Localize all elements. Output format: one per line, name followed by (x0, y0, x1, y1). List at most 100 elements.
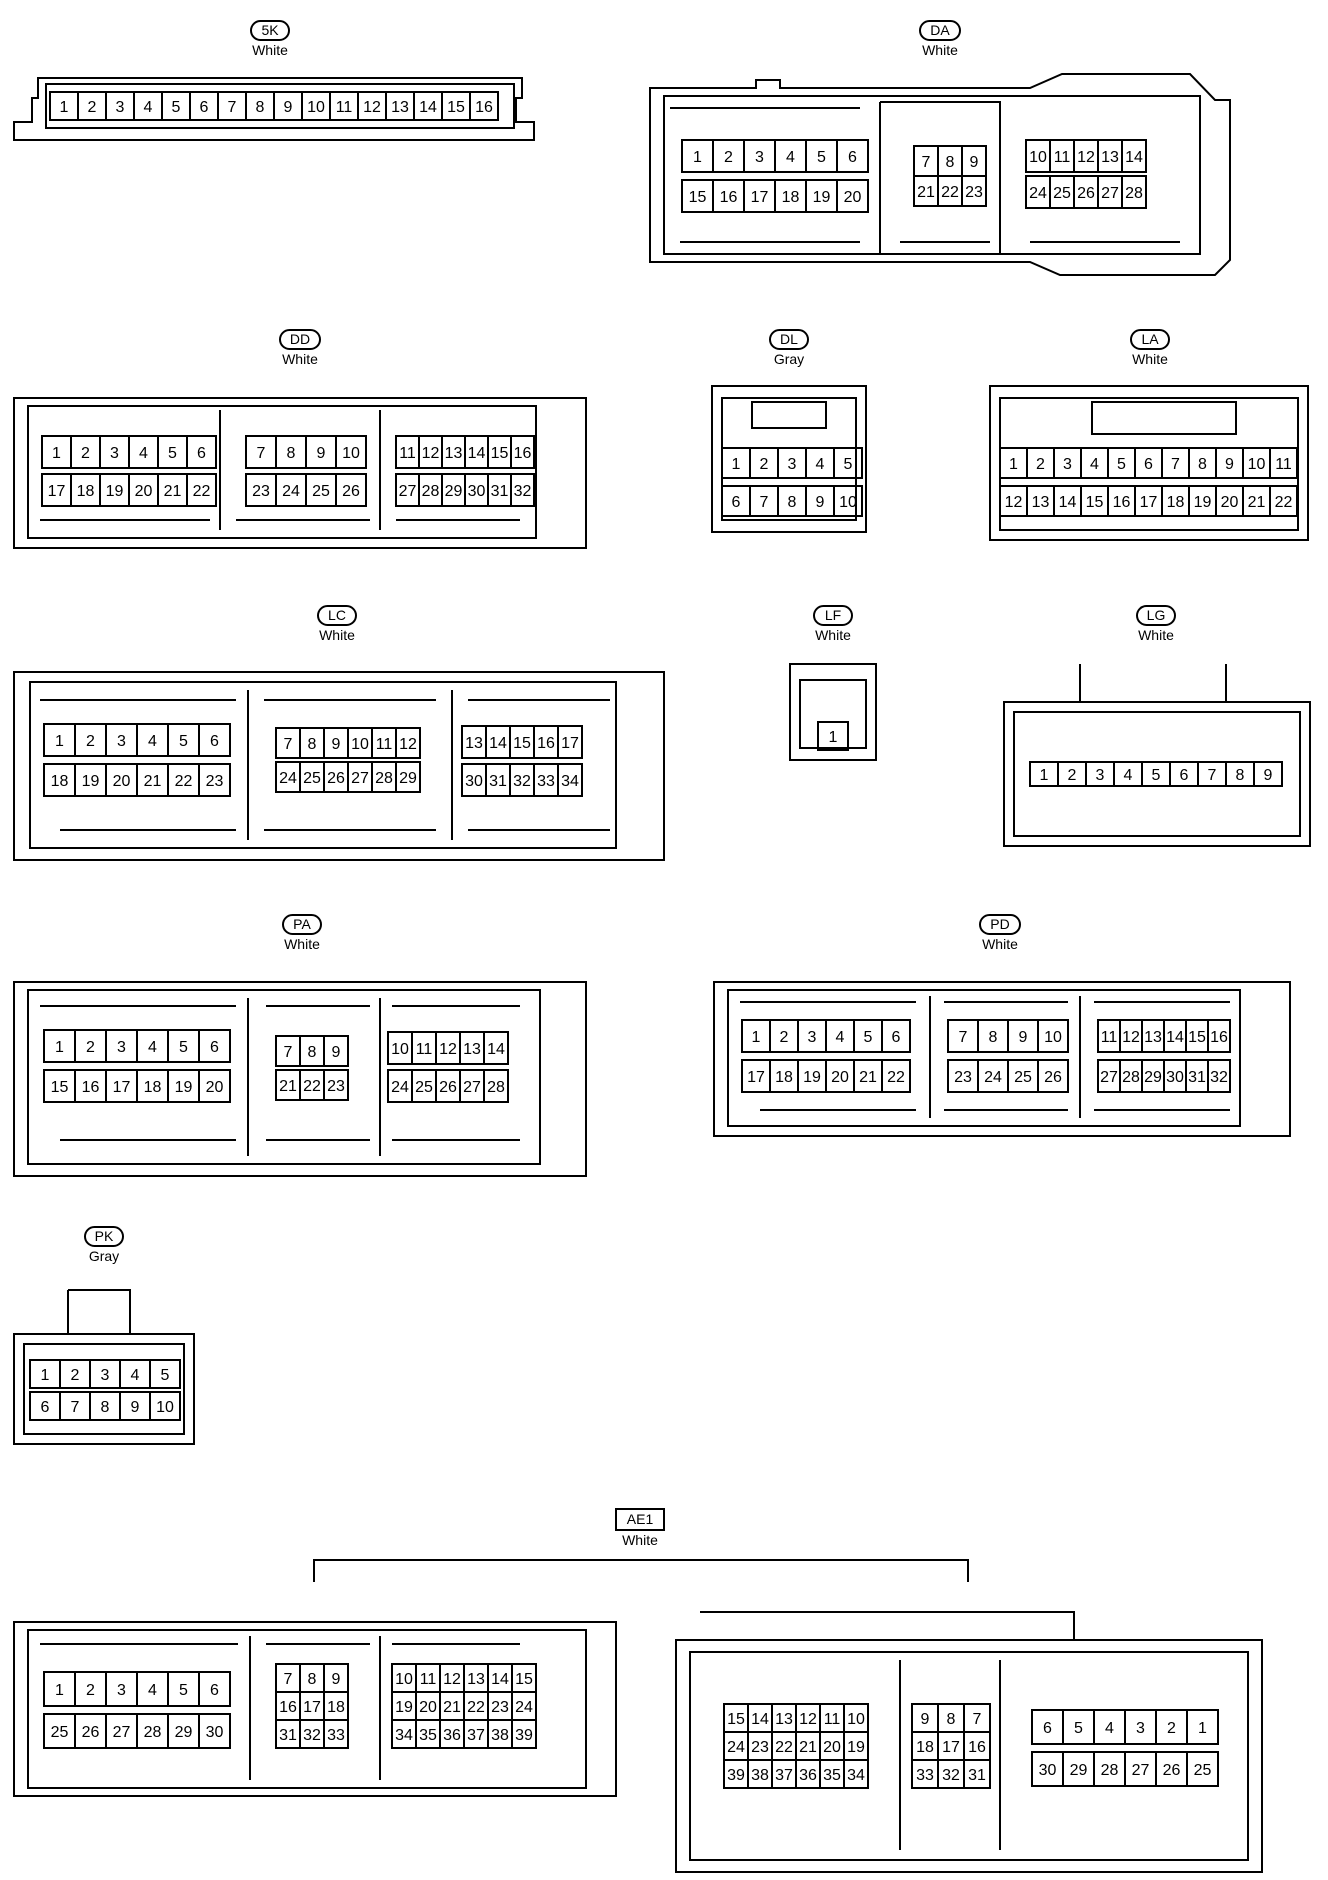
pin-number: 14 (751, 1711, 769, 1728)
pin-cavity (836, 139, 869, 173)
pin-number: 24 (1029, 185, 1047, 202)
pin-number: 10 (156, 1399, 174, 1416)
pin-number: 8 (1198, 456, 1207, 473)
pin-number: 13 (1101, 149, 1119, 166)
connector-color: Gray (773, 351, 805, 367)
pin-number: 31 (489, 773, 507, 790)
pin-cavity (836, 179, 869, 213)
pin-number: 39 (515, 1727, 533, 1744)
pin-number: 5 (168, 445, 177, 462)
pin-number: 16 (537, 735, 555, 752)
pin-number: 26 (342, 483, 360, 500)
pin-number: 2 (86, 1682, 95, 1699)
pin-number: 1 (41, 1367, 50, 1384)
pin-number: 30 (465, 773, 483, 790)
pin-number: 10 (1044, 1029, 1062, 1046)
pin-number: 11 (416, 1041, 433, 1058)
pin-number: 31 (968, 1767, 986, 1784)
pin-number: 16 (475, 99, 493, 116)
pin-cavity (881, 1059, 911, 1093)
pin-number: 14 (1125, 149, 1143, 166)
pin-number: 20 (844, 189, 862, 206)
pin-cavity (1186, 1709, 1219, 1745)
pin-number: 14 (491, 1671, 509, 1688)
connector-color: White (284, 936, 320, 952)
connector-dl-label: DL Gray (729, 329, 849, 367)
pin-number: 7 (959, 1029, 968, 1046)
pin-number: 8 (287, 445, 296, 462)
pin-number: 24 (984, 1069, 1002, 1086)
pin-number: 5 (1117, 456, 1126, 473)
pin-cavity (833, 447, 863, 479)
pin-number: 2 (760, 456, 769, 473)
pin-number: 2 (780, 1029, 789, 1046)
pin-number: 19 (813, 189, 831, 206)
pin-number: 28 (1101, 1762, 1119, 1779)
pin-number: 29 (1070, 1762, 1088, 1779)
pin-number: 28 (144, 1724, 162, 1741)
pin-number: 8 (946, 154, 955, 171)
pin-number: 3 (1096, 767, 1105, 784)
pin-number: 21 (443, 1699, 461, 1716)
connector-ae1-right-housing (675, 1611, 1263, 1873)
pin-number: 25 (312, 483, 330, 500)
pin-cavity (323, 1719, 349, 1749)
pin-number: 13 (463, 1041, 481, 1058)
pin-number: 28 (422, 483, 440, 500)
pin-number: 23 (327, 1078, 345, 1095)
pin-number: 4 (148, 1039, 157, 1056)
pin-number: 10 (1029, 149, 1047, 166)
pin-number: 10 (351, 736, 369, 753)
pin-number: 9 (332, 736, 341, 753)
connector-pd-label: PD White (940, 914, 1060, 952)
pin-number: 9 (816, 494, 825, 511)
pin-number: 32 (303, 1727, 321, 1744)
pin-number: 6 (210, 733, 219, 750)
pin-number: 16 (968, 1739, 986, 1756)
pin-number: 8 (256, 99, 265, 116)
pin-cavity (323, 1069, 349, 1101)
pin-number: 1 (732, 456, 741, 473)
pin-number: 10 (395, 1671, 413, 1688)
pin-number: 14 (487, 1041, 505, 1058)
pin-number: 3 (1063, 456, 1072, 473)
pin-number: 10 (342, 445, 360, 462)
pin-number: 1 (1009, 456, 1018, 473)
pin-number: 15 (447, 99, 465, 116)
pin-number: 20 (419, 1699, 437, 1716)
connector-code-badge: LF (813, 605, 853, 626)
pin-number: 18 (77, 483, 95, 500)
pin-number: 9 (1019, 1029, 1028, 1046)
pin-number: 20 (823, 1739, 841, 1756)
pin-cavity (963, 1759, 991, 1789)
pin-number: 12 (399, 736, 417, 753)
pin-cavity (186, 435, 217, 469)
pin-number: 7 (284, 1671, 293, 1688)
pin-number: 13 (775, 1711, 793, 1728)
pin-number: 23 (751, 1739, 769, 1756)
connector-da-label: DA White (880, 20, 1000, 58)
pin-number: 16 (1210, 1029, 1228, 1046)
connector-code-badge: PA (282, 914, 322, 935)
pin-number: 32 (942, 1767, 960, 1784)
pin-number: 36 (799, 1767, 817, 1784)
pin-number: 8 (788, 494, 797, 511)
pin-number: 21 (859, 1069, 877, 1086)
pin-number: 6 (1144, 456, 1153, 473)
pin-cavity (469, 91, 499, 121)
pin-number: 3 (1136, 1720, 1145, 1737)
pin-number: 29 (445, 483, 463, 500)
pin-number: 15 (1188, 1029, 1206, 1046)
pin-number: 5 (844, 456, 853, 473)
pin-number: 11 (1275, 456, 1292, 473)
pin-number: 27 (1100, 1069, 1118, 1086)
pin-number: 2 (724, 149, 733, 166)
pin-number: 28 (1122, 1069, 1140, 1086)
pin-number: 26 (1163, 1762, 1181, 1779)
pin-number: 18 (782, 189, 800, 206)
pin-cavity (198, 1713, 231, 1749)
